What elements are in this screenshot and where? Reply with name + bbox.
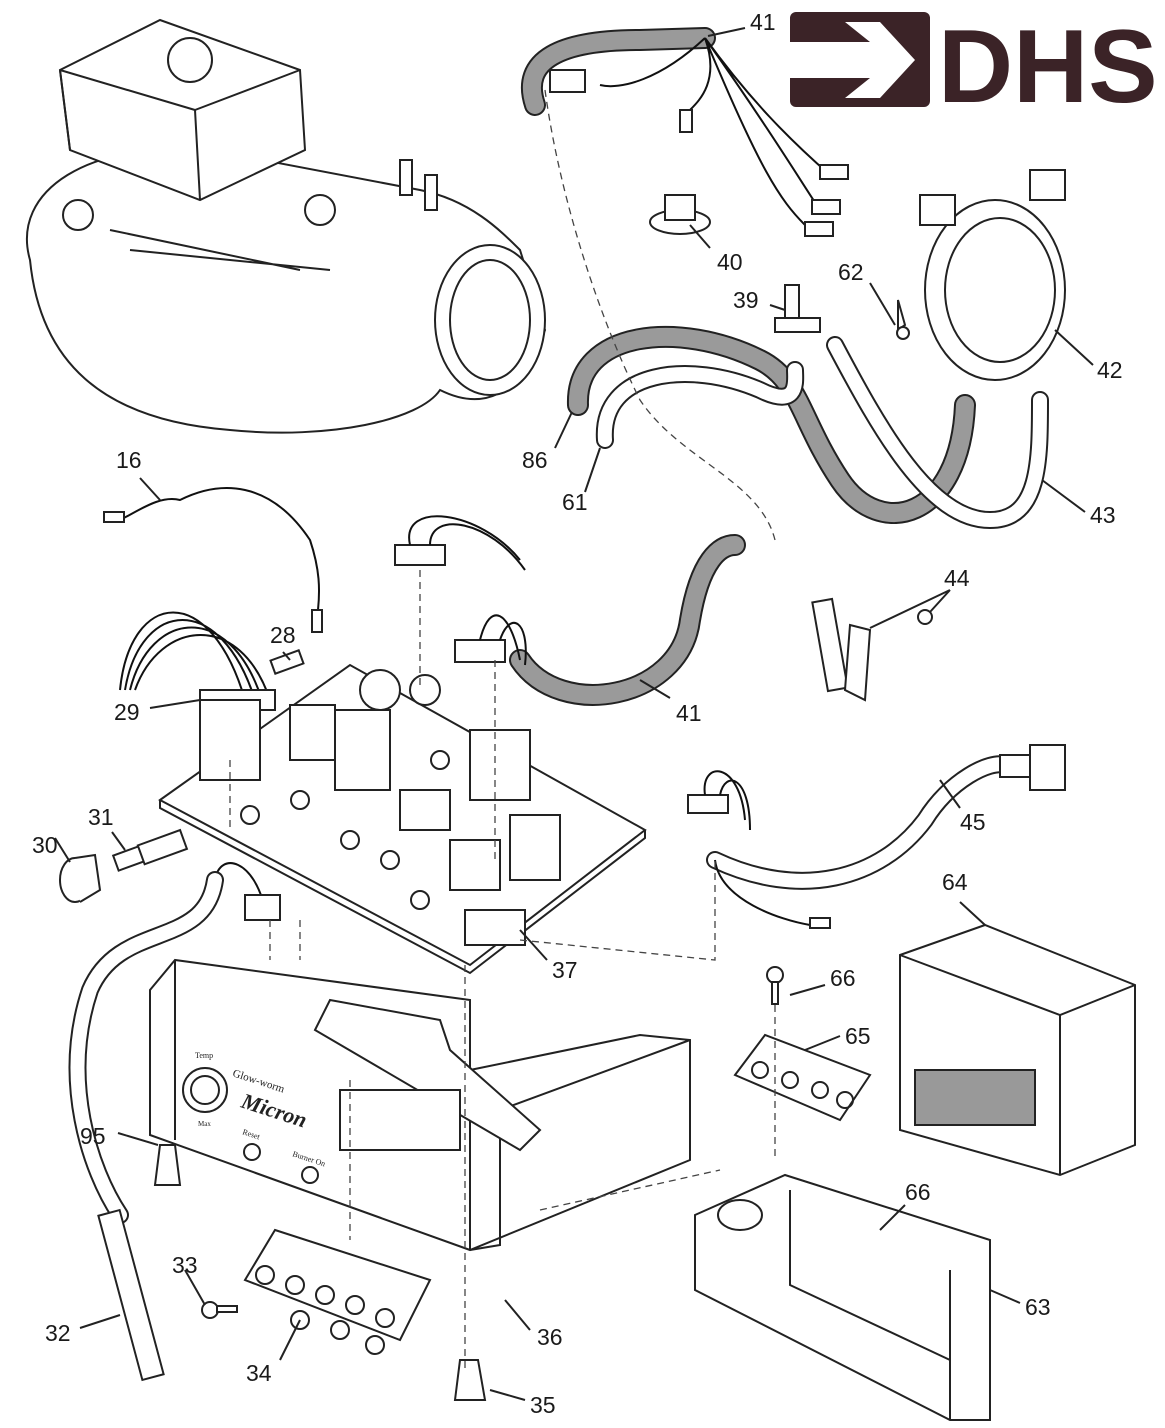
label-62: 62 [838,259,864,285]
terminal-16 [103,511,125,523]
panel-temp: Temp [195,1051,213,1060]
sensor-32 [68,862,281,1382]
label-64: 64 [942,869,968,895]
label-45: 45 [960,809,986,835]
knob-30 [59,853,102,903]
leader-lines [54,27,1094,1401]
harness-41-lower [394,515,746,706]
label-66-lower: 66 [905,1179,931,1205]
pcb-37 [158,663,647,975]
hose-86 [566,325,976,524]
tube-61 [595,361,805,449]
label-44: 44 [944,565,970,591]
terminal-block-34 [243,1228,432,1355]
label-65: 65 [845,1023,871,1049]
label-41-lower: 41 [676,700,702,726]
assembly-guides [229,570,776,1370]
t-piece-39 [774,284,821,333]
control-box-36: Temp Glow-worm Micron Reset Burner On Ma… [149,958,691,1252]
logo-text: DHS [938,9,1158,125]
label-35: 35 [530,1392,556,1418]
wiring-harness-top [520,27,849,237]
label-32: 32 [45,1320,71,1346]
label-95: 95 [80,1123,106,1149]
label-36: 36 [537,1324,563,1350]
label-63: 63 [1025,1294,1051,1320]
terminal-16b [311,609,323,633]
label-41-top: 41 [750,9,776,35]
label-28: 28 [270,622,296,648]
label-16: 16 [116,447,142,473]
part-labels: 41 40 39 62 42 86 61 43 16 28 29 41 44 4… [32,9,1123,1418]
dhs-logo: DHS [790,9,1158,125]
panel-max: Max [198,1120,211,1128]
fuse-28 [269,649,305,675]
thermostat-40 [649,194,711,235]
fan-blower [25,18,547,434]
label-43: 43 [1090,502,1116,528]
pressure-switch-42 [897,169,1066,381]
label-29: 29 [114,699,140,725]
electrode-44 [811,597,933,702]
cover-63 [694,1173,991,1421]
harness-45 [687,744,1066,929]
label-34: 34 [246,1360,272,1386]
guide-line [544,89,776,541]
tube-43 [826,336,1049,530]
label-33: 33 [172,1252,198,1278]
terminal-block-65 [733,1033,872,1122]
label-61: 61 [562,489,588,515]
harness-29 [119,611,276,711]
label-66-top: 66 [830,965,856,991]
spindle-31 [111,828,189,872]
cover-64 [899,923,1136,1177]
label-42: 42 [1097,357,1123,383]
label-31: 31 [88,804,114,830]
label-39: 39 [733,287,759,313]
label-40: 40 [717,249,743,275]
label-30: 30 [32,832,58,858]
label-37: 37 [552,957,578,983]
wire-16 [119,487,321,611]
label-86: 86 [522,447,548,473]
